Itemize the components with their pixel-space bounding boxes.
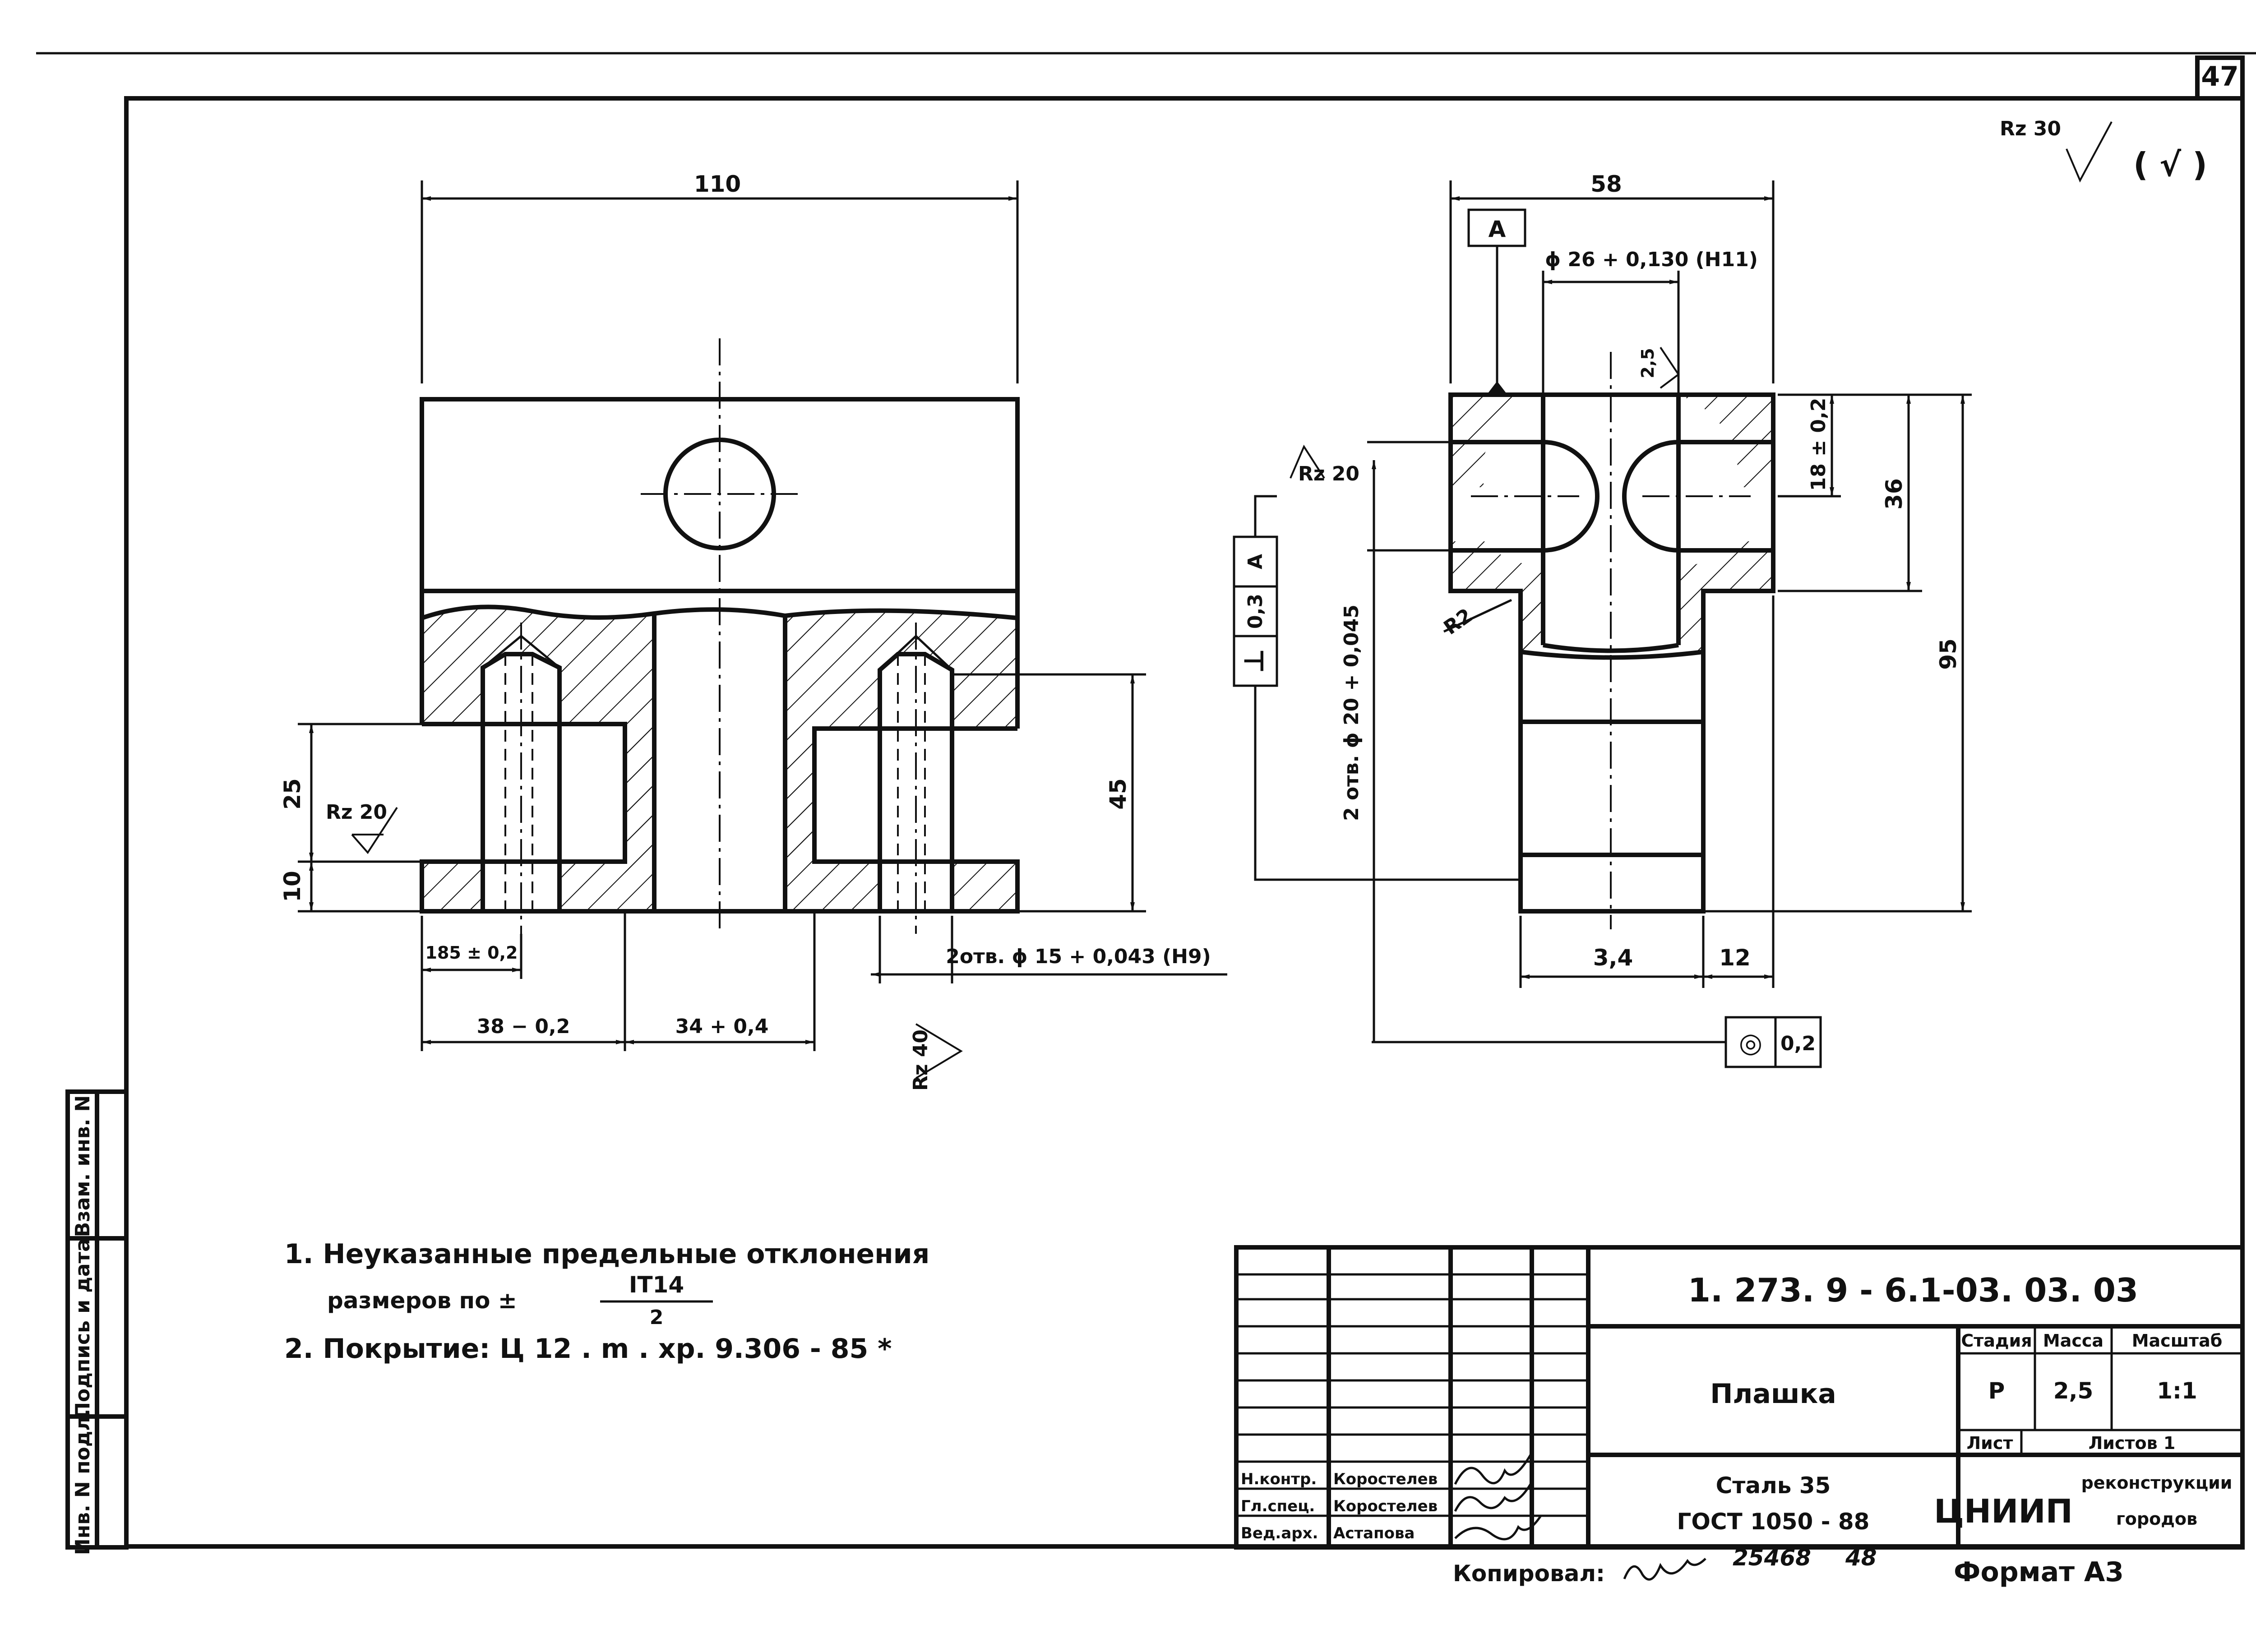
role-1: Н.контр. bbox=[1241, 1470, 1317, 1488]
note-1-fraction-top: IT14 bbox=[629, 1272, 684, 1298]
sheet-frame bbox=[36, 52, 2256, 1549]
format-label: Формат А3 bbox=[1954, 1556, 2124, 1588]
roughness-tick-icon bbox=[351, 807, 398, 854]
note-2: 2. Покрытие: Ц 12 . m . xp. 9.306 - 85 * bbox=[284, 1333, 892, 1365]
dim-185: 185 ± 0,2 bbox=[425, 943, 518, 963]
roughness-tick-icon bbox=[2066, 121, 2113, 183]
right-view: 58 A ϕ 26 + 0,130 (H11) 2,5 Rz 20 18 ± 0… bbox=[1233, 171, 1972, 1068]
side-stamp: Инв. N подл. Подпись и дата Взам. инв. N bbox=[65, 1089, 129, 1555]
general-roughness-label: Rz 30 bbox=[2000, 117, 2061, 140]
note-1-line-2: размеров по ± bbox=[327, 1287, 517, 1314]
note-1-line-1: 1. Неуказанные предельные отклонения bbox=[284, 1238, 929, 1270]
name-2: Коростелев bbox=[1333, 1497, 1438, 1515]
concentric-symbol-icon: ◎ bbox=[1739, 1027, 1762, 1059]
sheet-number: 47 bbox=[2201, 61, 2239, 92]
dim-58: 58 bbox=[1590, 171, 1622, 197]
concentric-value: 0,2 bbox=[1780, 1032, 1816, 1055]
doc-code: 1. 273. 9 - 6.1-03. 03. 03 bbox=[1688, 1271, 2138, 1309]
org-line-1: реконструкции bbox=[2081, 1473, 2233, 1493]
copied-label: Копировал: bbox=[1453, 1560, 1605, 1587]
rough-40-label: Rz 40 bbox=[909, 1029, 932, 1091]
part-name: Плашка bbox=[1710, 1378, 1836, 1410]
dim-25: 25 bbox=[279, 778, 305, 810]
dim-3-4: 3,4 bbox=[1593, 945, 1633, 971]
material-line-1: Сталь 35 bbox=[1716, 1472, 1831, 1499]
org-line-2: городов bbox=[2116, 1509, 2197, 1529]
perp-datum: A bbox=[1244, 554, 1267, 569]
role-2: Гл.спец. bbox=[1241, 1497, 1315, 1515]
dim-110: 110 bbox=[694, 171, 741, 197]
stage-value: Р bbox=[1988, 1378, 2005, 1404]
holes-15-label: 2отв. ϕ 15 + 0,043 (H9) bbox=[946, 945, 1211, 968]
signature-2 bbox=[1454, 1481, 1533, 1512]
sheet-label: Лист bbox=[1967, 1433, 2013, 1453]
name-1: Коростелев bbox=[1333, 1470, 1438, 1488]
signature-3 bbox=[1454, 1515, 1542, 1541]
perpendicularity-frame: ⊥ 0,3 A bbox=[1233, 495, 1521, 881]
name-3: Астапова bbox=[1333, 1524, 1415, 1542]
dim-34: 34 + 0,4 bbox=[675, 1015, 769, 1038]
datum-letter: A bbox=[1489, 216, 1506, 242]
side-stamp-col3: Взам. инв. N bbox=[71, 1095, 94, 1237]
dim-12: 12 bbox=[1719, 945, 1751, 971]
dim-95: 95 bbox=[1935, 638, 1961, 670]
notes: 1. Неуказанные предельные отклонения раз… bbox=[284, 1238, 929, 1365]
footer: Копировал: 25468 48 Формат А3 bbox=[1453, 1545, 2124, 1588]
col-mass: Масса bbox=[2043, 1331, 2103, 1351]
dia-26-label: ϕ 26 + 0,130 (H11) bbox=[1545, 248, 1758, 271]
rough-20-label: Rz 20 bbox=[1298, 462, 1359, 485]
perp-value: 0,3 bbox=[1244, 594, 1267, 629]
copy-number: 25468 bbox=[1733, 1545, 1811, 1571]
role-3: Вед.арх. bbox=[1241, 1524, 1318, 1542]
sheets-label: Листов 1 bbox=[2089, 1433, 2176, 1453]
side-stamp-col1: Инв. N подл. bbox=[71, 1409, 94, 1555]
material-line-2: ГОСТ 1050 - 88 bbox=[1677, 1509, 1870, 1535]
title-block: 1. 273. 9 - 6.1-03. 03. 03 Плашка Сталь … bbox=[1234, 1245, 2245, 1550]
copy-sheet: 48 bbox=[1845, 1545, 1877, 1571]
col-stage: Стадия bbox=[1961, 1331, 2032, 1351]
dim-36: 36 bbox=[1881, 478, 1907, 510]
radius-label: R2 bbox=[1440, 604, 1477, 640]
left-view: 110 25 10 Rz 20 45 185 ± 0,2 38 − 0,2 34… bbox=[279, 171, 1227, 1091]
mass-value: 2,5 bbox=[2053, 1378, 2094, 1404]
roughness-tick-icon bbox=[1290, 444, 1325, 479]
org-logo: ЦНИИП bbox=[1934, 1492, 2073, 1530]
roughness-tick-icon bbox=[915, 1023, 963, 1079]
rough-25-label: 2,5 bbox=[1638, 348, 1658, 378]
general-roughness-bracket: ( √ ) bbox=[2133, 146, 2207, 184]
col-scale: Масштаб bbox=[2132, 1331, 2223, 1351]
dim-38: 38 − 0,2 bbox=[477, 1015, 570, 1038]
rough-left-label: Rz 20 bbox=[326, 801, 387, 824]
signature-1 bbox=[1454, 1452, 1533, 1485]
copier-signature bbox=[1623, 1558, 1706, 1581]
dim-18: 18 ± 0,2 bbox=[1807, 398, 1830, 491]
note-1-fraction-bottom: 2 bbox=[650, 1306, 664, 1329]
concentricity-frame: ◎ 0,2 bbox=[1372, 1016, 1822, 1068]
side-stamp-col2: Подпись и дата bbox=[71, 1238, 94, 1419]
roughness-tick-icon bbox=[1660, 346, 1680, 389]
holes-20-label: 2 отв. ϕ 20 + 0,045 bbox=[1340, 605, 1363, 821]
dim-10: 10 bbox=[279, 871, 305, 902]
perp-symbol-icon: ⊥ bbox=[1239, 649, 1270, 674]
dim-45: 45 bbox=[1105, 778, 1131, 810]
scale-value: 1:1 bbox=[2157, 1378, 2197, 1404]
general-roughness-mark: Rz 30 ( √ ) bbox=[2000, 117, 2207, 184]
